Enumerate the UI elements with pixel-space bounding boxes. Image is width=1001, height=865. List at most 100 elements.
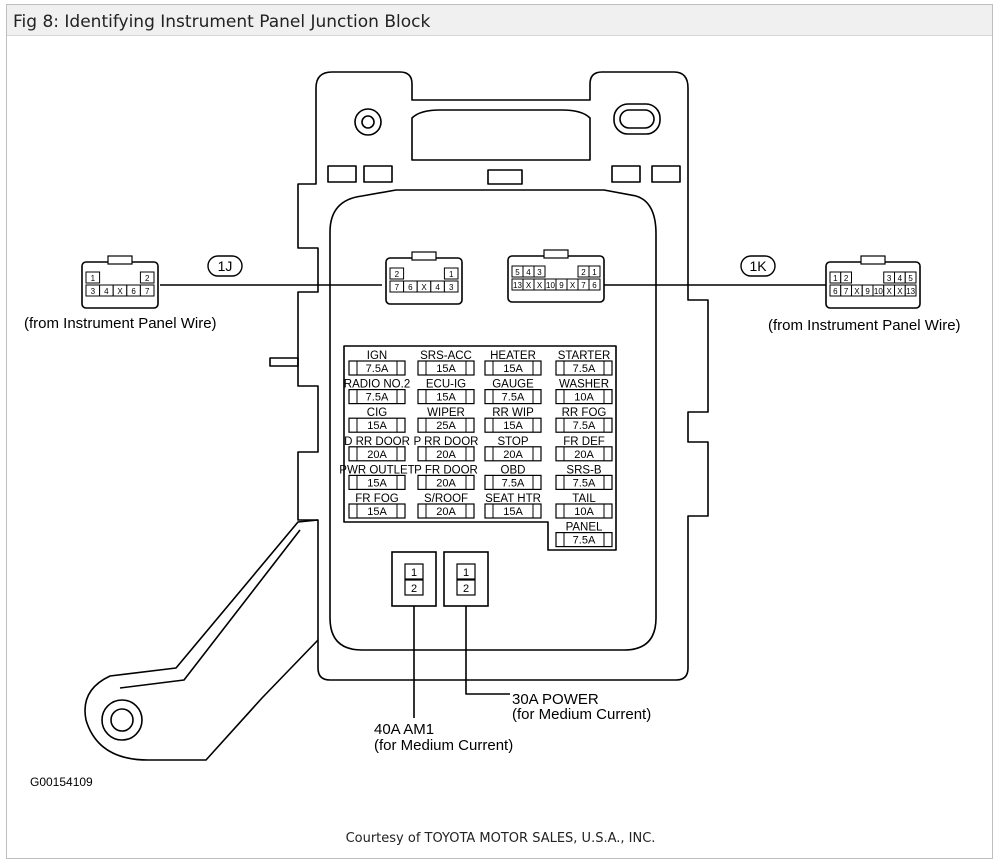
fuse-name: STARTER — [558, 350, 611, 362]
relay-pin-label: 1 — [463, 567, 469, 579]
connector-1k-plug-pin-label: 4 — [898, 274, 903, 283]
fuse-rating: 15A — [367, 477, 387, 489]
callout-am1-line2: (for Medium Current) — [374, 737, 513, 754]
fuse-body — [555, 531, 613, 548]
fuse-srs-b: SRS-B7.5A — [555, 464, 613, 490]
fuse-rating: 7.5A — [573, 535, 596, 547]
bracket-hole — [101, 699, 143, 741]
connector-1j-socket-pin — [389, 267, 405, 280]
fuse-name: RADIO NO.2 — [344, 379, 410, 391]
mounting-bracket — [84, 519, 319, 761]
fuse-rating: 7.5A — [366, 363, 389, 375]
fuse-body — [484, 389, 542, 405]
connector-1k-plug-pin-label: 13 — [906, 287, 915, 296]
credit-line: Courtesy of TOYOTA MOTOR SALES, U.S.A., … — [345, 831, 656, 846]
fuse-rating: 15A — [367, 506, 387, 518]
fuse-name: WIPER — [427, 407, 465, 419]
mount-slot-right — [613, 103, 661, 135]
fuse-name: PANEL — [566, 522, 603, 534]
fuse-name: TAIL — [572, 493, 596, 505]
connector-1k-plug-pin-label: 1 — [833, 274, 838, 283]
tab — [327, 165, 357, 183]
connector-1j-socket-pin-label: 3 — [449, 283, 454, 292]
fuse-rating: 25A — [436, 420, 456, 432]
fuse-name: S/ROOF — [424, 493, 468, 505]
connector-1k-socket-pin-label: 3 — [537, 268, 542, 277]
callout-power-line1: 30A POWER — [512, 691, 599, 708]
fuse-body — [555, 446, 613, 462]
fuse-name: PWR OUTLET — [339, 464, 414, 476]
fuse-name: RR FOG — [562, 407, 607, 419]
tab — [651, 165, 681, 183]
leader-power — [465, 600, 510, 695]
relay-pin — [404, 563, 424, 580]
fuse-rating: 20A — [436, 477, 456, 489]
fuse-rating: 10A — [574, 506, 594, 518]
fuse-name: GAUGE — [492, 379, 534, 391]
fuse-layer: IGN7.5ASRS-ACC15AHEATER15ASTARTER7.5ARAD… — [339, 350, 613, 548]
relay-pin-label: 1 — [411, 567, 417, 579]
connector-1k-plug-pin-label: 5 — [908, 274, 913, 283]
connector-1k-socket-pin-label: X — [526, 281, 532, 290]
connector-1j-socket-pin-label: 4 — [435, 283, 440, 292]
fuse-body — [484, 474, 542, 490]
fuse-body — [484, 446, 542, 462]
connector-1k-plug-pin-label: 9 — [865, 287, 870, 296]
fuse-body — [417, 446, 475, 462]
housing-outline — [297, 71, 709, 681]
connector-1k-socket-pin-label: 7 — [581, 281, 586, 290]
connector-1j-socket-pin-label: 7 — [395, 283, 400, 292]
fuse-name: HEATER — [490, 350, 536, 362]
fuse-name: RR WIP — [492, 407, 534, 419]
connector-1j-plug-pin-label: 7 — [145, 287, 150, 296]
fuse-rating: 20A — [436, 506, 456, 518]
fuse-name: SEAT HTR — [485, 493, 541, 505]
connector-1j-plug-pin — [85, 271, 101, 284]
mount-hole-left-inner — [361, 115, 375, 129]
fuse-rating: 7.5A — [573, 420, 596, 432]
fuse-name: P RR DOOR — [414, 436, 479, 448]
connector-1k-plug-pin-label: X — [897, 287, 903, 296]
connector-1j-socket-pin — [443, 267, 459, 280]
connector-1k-socket-latch — [543, 249, 569, 259]
connector-1k-plug-pin-label: 6 — [833, 287, 838, 296]
connector-1j-plug-pin — [139, 271, 155, 284]
fuse-body — [348, 417, 406, 433]
fuse-name: IGN — [367, 350, 387, 362]
connector-1k-socket-pin — [588, 265, 601, 278]
fuse-radio-no-2: RADIO NO.27.5A — [344, 379, 410, 405]
fuse-name: WASHER — [559, 379, 609, 391]
relay-pin — [404, 579, 424, 596]
fuse-name: FR DEF — [563, 436, 605, 448]
tab — [363, 165, 393, 183]
fuse-body — [555, 360, 613, 376]
connector-1k-plug-latch — [860, 255, 886, 265]
connector-1k-plug-pin — [840, 271, 852, 284]
connector-1k-plug-pin-label: 7 — [844, 287, 849, 296]
connector-1k-socket-pin-label: X — [537, 281, 543, 290]
fuse-body — [348, 389, 406, 405]
connector-1k-socket-pin-label: 13 — [513, 281, 522, 290]
fuse-body — [555, 417, 613, 433]
connector-1k-socket-pin-label: 2 — [581, 268, 586, 277]
fuse-name: FR FOG — [355, 493, 398, 505]
fuse-body — [348, 360, 406, 376]
fuse-body — [417, 503, 475, 519]
fuse-name: CIG — [367, 407, 388, 419]
connector-1j-plug-latch — [107, 255, 133, 265]
connector-1k-socket-pin — [588, 278, 601, 291]
connector-1k-plug-pin — [904, 271, 917, 284]
